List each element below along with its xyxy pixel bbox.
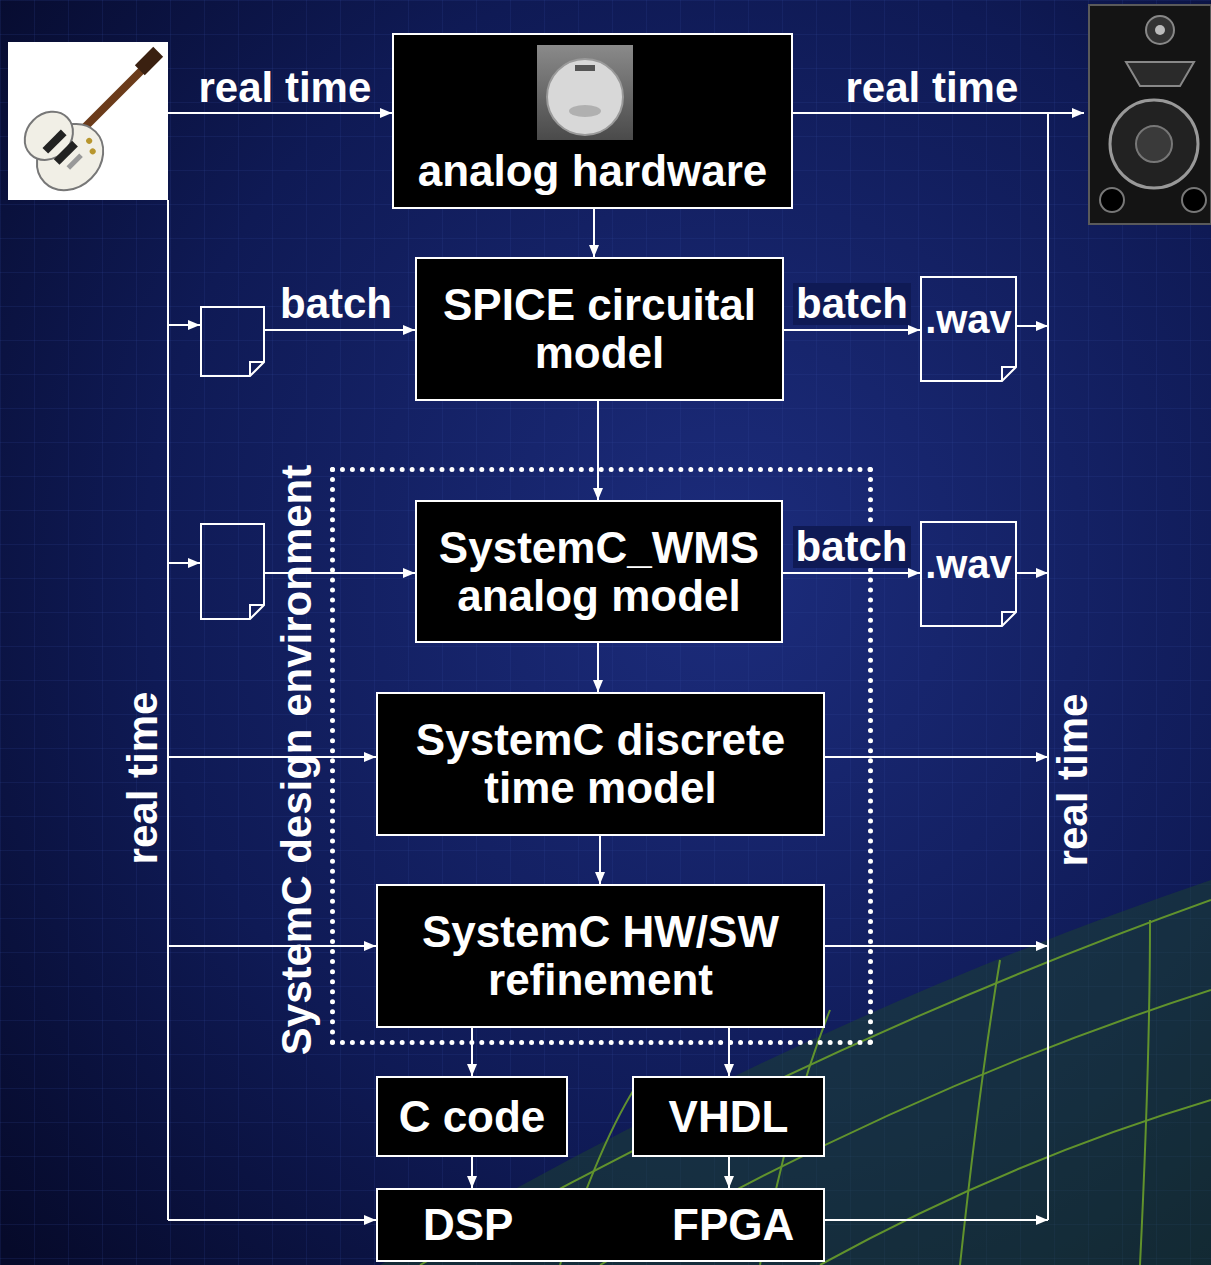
signal-label: real time	[199, 67, 372, 109]
region-heading: SystemC design environment	[276, 465, 318, 1055]
box-label: .wav	[925, 298, 1012, 341]
flow-arrow	[784, 330, 920, 331]
signal-label: real time	[1052, 694, 1094, 867]
arrow-line	[728, 1028, 730, 1076]
box-label: SPICE circuital model	[443, 281, 757, 376]
process-box: SystemC_WMS analog model	[415, 500, 783, 643]
box-label: analog hardware	[418, 147, 768, 195]
box-label: FPGA	[672, 1203, 794, 1247]
flow-arrow	[729, 1028, 730, 1076]
arrow-line	[784, 329, 920, 331]
guitar-picture	[8, 42, 168, 200]
flow-arrow	[472, 1157, 473, 1188]
process-box: VHDL	[632, 1076, 825, 1157]
box-label: C code	[399, 1093, 546, 1141]
file-icon: .wav	[920, 521, 1017, 627]
process-box: SPICE circuital model	[415, 257, 784, 401]
arrow-line	[728, 1157, 730, 1188]
arrow-line	[471, 1157, 473, 1188]
box-label: DSP	[423, 1203, 513, 1247]
box-label: SystemC discrete time model	[392, 716, 809, 811]
signal-label: batch	[280, 283, 392, 325]
arrow-line	[599, 836, 601, 884]
flow-arrow	[594, 209, 595, 257]
file-icon: .wav	[920, 276, 1017, 382]
flow-arrow	[472, 1028, 473, 1076]
arrow-line	[597, 401, 599, 500]
pedal-picture	[537, 45, 633, 140]
edge-label: batch	[793, 526, 911, 568]
box-label: .wav	[925, 543, 1012, 586]
process-box: C code	[376, 1076, 568, 1157]
box-label: SystemC_WMS analog model	[437, 524, 761, 619]
flow-arrow	[729, 1157, 730, 1188]
flow-arrow	[600, 836, 601, 884]
arrow-line	[593, 209, 595, 257]
target-box: DSP FPGA	[376, 1188, 825, 1262]
flow-arrow	[783, 573, 920, 574]
flow-arrow	[598, 401, 599, 500]
arrow-line	[783, 572, 920, 574]
edge-label: batch	[793, 283, 911, 325]
flow-arrow	[598, 643, 599, 692]
signal-label: real time	[122, 692, 164, 865]
process-box: SystemC discrete time model	[376, 692, 825, 836]
box-label: VHDL	[669, 1093, 789, 1141]
speaker-picture	[1088, 4, 1211, 225]
arrow-line	[597, 643, 599, 692]
signal-label: real time	[846, 67, 1019, 109]
process-box: SystemC HW/SW refinement	[376, 884, 825, 1028]
arrow-line	[471, 1028, 473, 1076]
box-label: SystemC HW/SW refinement	[402, 908, 799, 1003]
